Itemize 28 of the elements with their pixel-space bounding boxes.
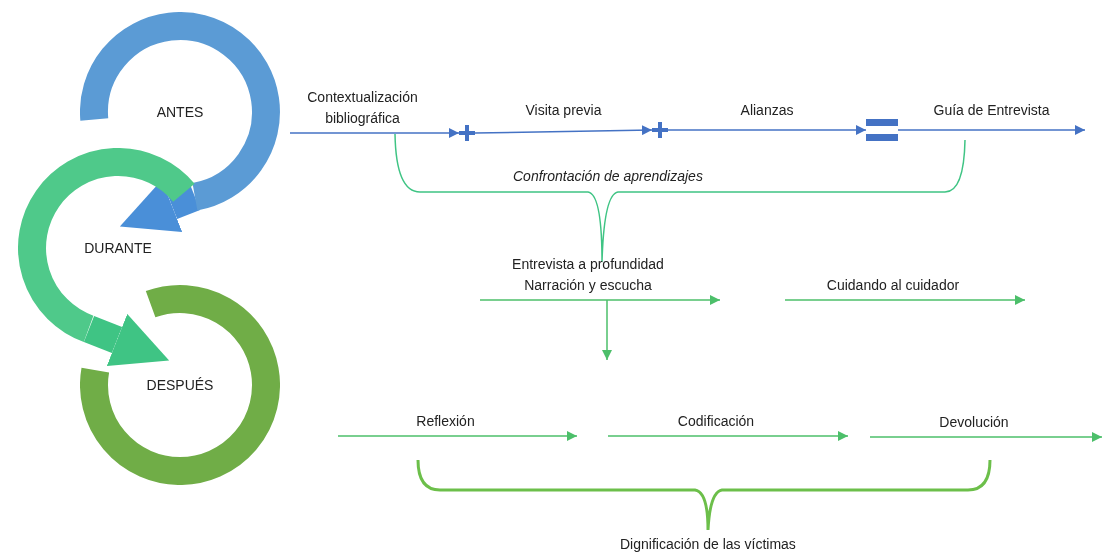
arrow (337, 431, 578, 441)
arrow (667, 125, 867, 135)
arrow (602, 299, 612, 361)
bracket-label: Dignificación de las víctimas (620, 536, 796, 552)
step-label: Codificación (608, 404, 824, 436)
step-label: Narración y escucha (523, 276, 653, 295)
arrow (897, 125, 1086, 135)
stage-ring (80, 12, 280, 212)
step-label: Cuidando al cuidador (785, 274, 1001, 300)
arrow (83, 313, 170, 367)
bracket-label: Confrontación de aprendizajes (513, 168, 703, 184)
equals-sign (866, 119, 898, 141)
step-label: Reflexión (338, 406, 553, 436)
arrow (607, 431, 849, 441)
arrow (784, 295, 1026, 305)
arrow (474, 125, 653, 136)
stage-ring (80, 285, 280, 485)
stage-label: DURANTE (83, 238, 153, 258)
arrow (289, 128, 460, 138)
plus-sign (459, 125, 475, 141)
stage-label: DESPUÉS (145, 375, 215, 395)
stage-label: ANTES (155, 102, 205, 122)
arrow (869, 432, 1103, 442)
plus-sign (652, 122, 668, 138)
step-label: Contextualización bibliográfica (290, 76, 435, 133)
step-label: Entrevista a profundidad (511, 255, 665, 274)
arrow (479, 295, 721, 305)
step-label: Devolución (870, 406, 1078, 437)
